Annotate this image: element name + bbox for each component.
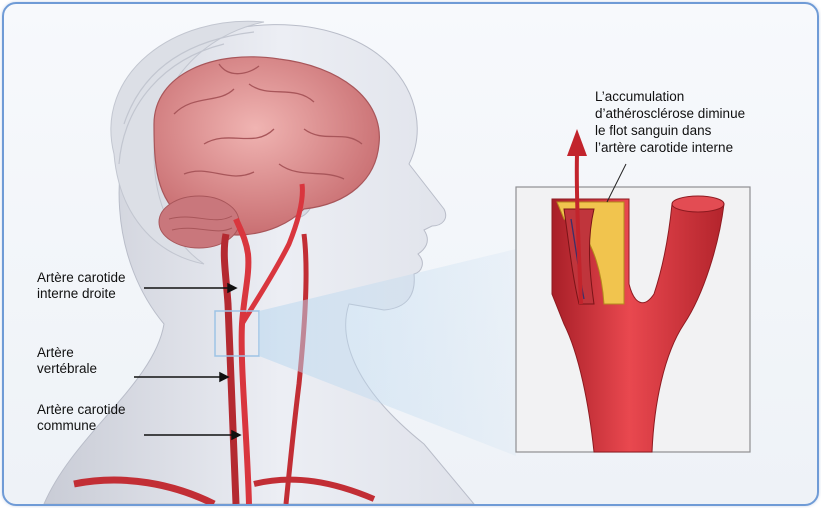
common-carotid-label: Artère carotide commune (37, 402, 177, 434)
vertebral-artery-label: Artère vertébrale (37, 345, 137, 377)
flow-arrow-icon (567, 129, 587, 156)
inset-panel (516, 129, 750, 452)
internal-carotid-label: Artère carotide interne droite (37, 270, 177, 302)
atherosclerosis-label: L’accumulation d’athérosclérose diminue … (595, 88, 805, 156)
